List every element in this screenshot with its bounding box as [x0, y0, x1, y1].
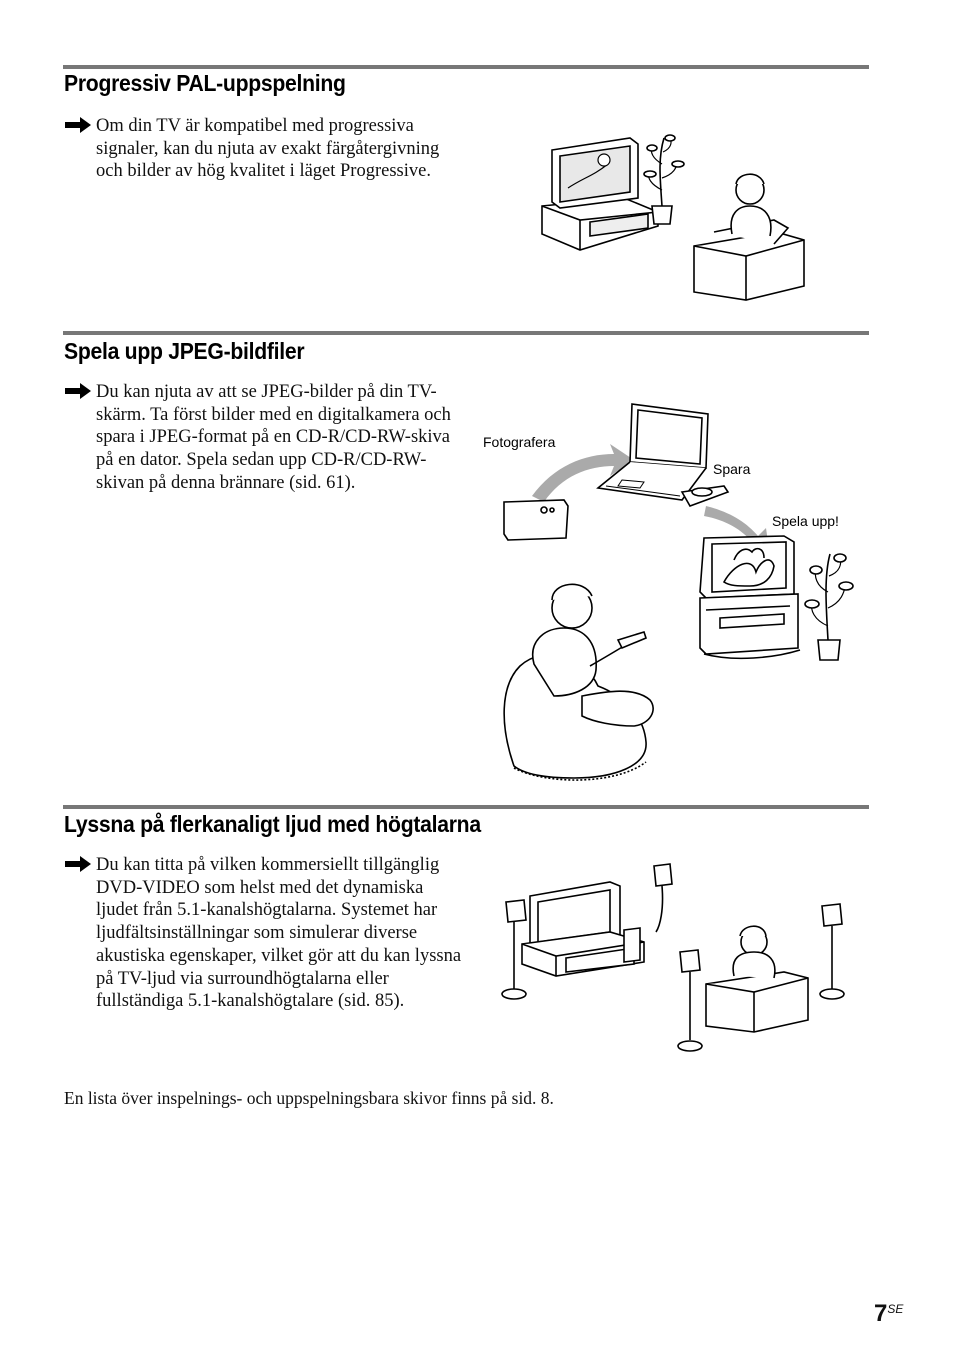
- label-save: Spara: [713, 461, 751, 477]
- section-heading: Lyssna på flerkanaligt ljud med högtalar…: [64, 811, 481, 837]
- section-paragraph: Du kan titta på vilken kommersiellt till…: [64, 854, 464, 1013]
- section-text: Du kan titta på vilken kommersiellt till…: [96, 855, 462, 1012]
- arrow-right-icon: [65, 383, 91, 399]
- page-suffix: SE: [887, 1302, 904, 1316]
- section-heading: Spela upp JPEG-bildfiler: [64, 338, 305, 364]
- section-paragraph: Du kan njuta av att se JPEG-bilder på di…: [64, 381, 464, 495]
- arrow-right-icon: [65, 856, 91, 872]
- label-photograph: Fotografera: [483, 434, 556, 450]
- section-rule: [63, 805, 869, 809]
- surround-speakers-illustration: [501, 863, 845, 1052]
- section-rule: [63, 65, 869, 69]
- page-number: 7SE: [874, 1300, 904, 1327]
- section-text: Om din TV är kompatibel med progressiva …: [96, 116, 440, 182]
- arrow-right-icon: [65, 117, 91, 133]
- section-text: Du kan njuta av att se JPEG-bilder på di…: [96, 382, 451, 493]
- section-paragraph: Om din TV är kompatibel med progressiva …: [64, 115, 464, 183]
- footer-note: En lista över inspelnings- och uppspelni…: [64, 1088, 554, 1108]
- tv-viewer-illustration: [541, 134, 805, 301]
- jpeg-workflow-illustration: [503, 403, 854, 781]
- section-heading: Progressiv PAL-uppspelning: [64, 70, 346, 96]
- label-play: Spela upp!: [772, 513, 839, 529]
- section-rule: [63, 331, 869, 335]
